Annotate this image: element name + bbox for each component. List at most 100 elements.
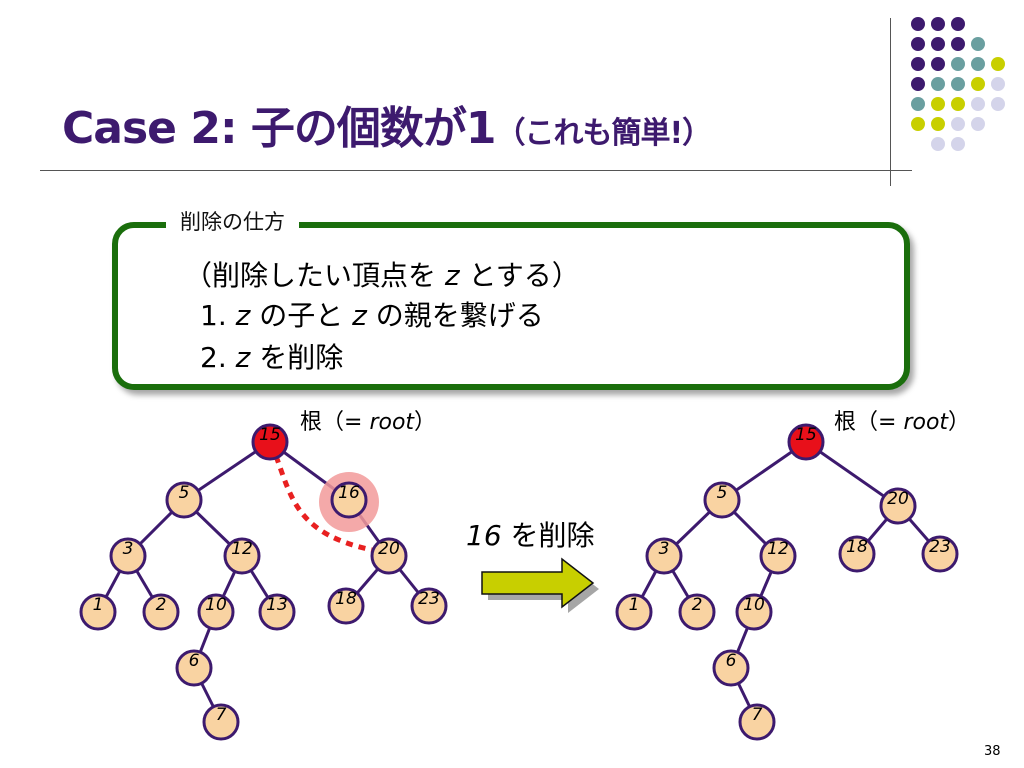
decorative-dot — [951, 57, 965, 71]
method-step-1: 1. z の子と z の親を繋げる — [200, 294, 544, 334]
after-node-label-6: 6 — [726, 651, 737, 671]
before-node-label-7: 7 — [216, 705, 227, 725]
before-node-1 — [79, 593, 117, 631]
before-node-16 — [330, 481, 368, 519]
before-node-6 — [175, 649, 213, 687]
before-node-label-18: 18 — [335, 589, 357, 609]
title-sub: （これも簡単!） — [495, 116, 712, 151]
decorative-dot — [931, 117, 945, 131]
decorative-dot — [911, 37, 925, 51]
decorative-dot — [911, 17, 925, 31]
before-node-label-16: 16 — [338, 483, 360, 503]
step1-number: 1. — [200, 299, 227, 332]
decorative-dot — [951, 77, 965, 91]
decorative-dot — [951, 137, 965, 151]
method-intro: （削除したい頂点を z とする） — [184, 254, 580, 294]
before-node-label-6: 6 — [189, 651, 200, 671]
delete-caption-text: を削除 — [510, 519, 595, 552]
before-node-label-2: 2 — [156, 595, 167, 615]
after-node-15 — [787, 423, 825, 461]
decorative-dot — [931, 37, 945, 51]
method-intro-prefix: （削除したい頂点を — [184, 259, 437, 292]
decorative-dot-grid — [911, 17, 1005, 151]
after-node-label-5: 5 — [717, 483, 728, 503]
before-node-15 — [251, 423, 289, 461]
root-label-after: 根（= root） — [834, 404, 970, 436]
method-step-2: 2. z を削除 — [200, 336, 343, 376]
before-node-3 — [109, 537, 147, 575]
after-node-label-2: 2 — [692, 595, 703, 615]
after-node-20 — [879, 487, 917, 525]
decorative-dot — [951, 17, 965, 31]
before-node-label-3: 3 — [123, 539, 134, 559]
after-node-label-18: 18 — [846, 537, 868, 557]
decorative-dot — [931, 17, 945, 31]
decorative-dot — [971, 97, 985, 111]
decorative-dot — [931, 77, 945, 91]
decorative-dot — [931, 137, 945, 151]
root-label-word: root — [369, 410, 415, 435]
after-node-2 — [678, 593, 716, 631]
after-node-label-7: 7 — [752, 705, 763, 725]
root-label-before: 根（= root） — [300, 404, 436, 436]
decorative-dot — [951, 37, 965, 51]
title-main: Case 2: 子の個数が1 — [62, 103, 496, 154]
after-node-7 — [738, 703, 776, 741]
delete-caption: 16 を削除 — [466, 514, 595, 554]
after-node-3 — [645, 537, 683, 575]
decorative-dot — [991, 97, 1005, 111]
decorative-dot — [951, 97, 965, 111]
before-node-7 — [202, 703, 240, 741]
root-label-prefix: 根（= — [300, 410, 370, 435]
after-node-label-20: 20 — [887, 489, 909, 509]
step2-suffix: を削除 — [259, 341, 344, 374]
before-node-label-12: 12 — [231, 539, 253, 559]
before-node-label-10: 10 — [205, 595, 227, 615]
after-node-18 — [838, 535, 876, 573]
after-node-6 — [712, 649, 750, 687]
method-box — [112, 222, 910, 390]
before-node-2 — [142, 593, 180, 631]
title-vertical-rule — [890, 18, 891, 186]
after-node-5 — [703, 481, 741, 519]
method-box-label: 削除の仕方 — [166, 206, 299, 236]
decorative-dot — [911, 97, 925, 111]
decorative-dot — [971, 37, 985, 51]
before-node-label-5: 5 — [179, 483, 190, 503]
after-node-23 — [921, 535, 959, 573]
step1-mid: の子と — [259, 299, 344, 332]
decorative-dot — [991, 57, 1005, 71]
after-node-10 — [735, 593, 773, 631]
before-node-23 — [410, 587, 448, 625]
step1-suffix: の親を繋げる — [375, 299, 544, 332]
before-node-label-23: 23 — [418, 589, 440, 609]
root-label-prefix: 根（= — [834, 410, 904, 435]
decorative-dot — [991, 77, 1005, 91]
before-node-label-1: 1 — [93, 595, 104, 615]
before-node-12 — [223, 537, 261, 575]
decorative-dot — [931, 57, 945, 71]
title-underline — [40, 170, 912, 171]
root-label-word: root — [903, 410, 949, 435]
method-intro-var: z — [444, 259, 460, 292]
decorative-dot — [911, 57, 925, 71]
transition-arrow — [481, 557, 595, 609]
before-node-18 — [327, 587, 365, 625]
root-label-suffix: ） — [414, 410, 437, 435]
slide-title: Case 2: 子の個数が1（これも簡単!） — [62, 92, 712, 156]
decorative-dot — [951, 117, 965, 131]
decorative-dot — [971, 77, 985, 91]
before-node-13 — [258, 593, 296, 631]
decorative-dot — [971, 57, 985, 71]
before-node-label-15: 15 — [259, 425, 281, 445]
page-number: 38 — [984, 744, 1001, 759]
decorative-dot — [911, 117, 925, 131]
after-edge-15-20 — [805, 440, 899, 508]
before-node-5 — [165, 481, 203, 519]
step2-var: z — [235, 341, 251, 374]
step1-var1: z — [235, 299, 251, 332]
decorative-dot — [911, 77, 925, 91]
after-node-1 — [615, 593, 653, 631]
